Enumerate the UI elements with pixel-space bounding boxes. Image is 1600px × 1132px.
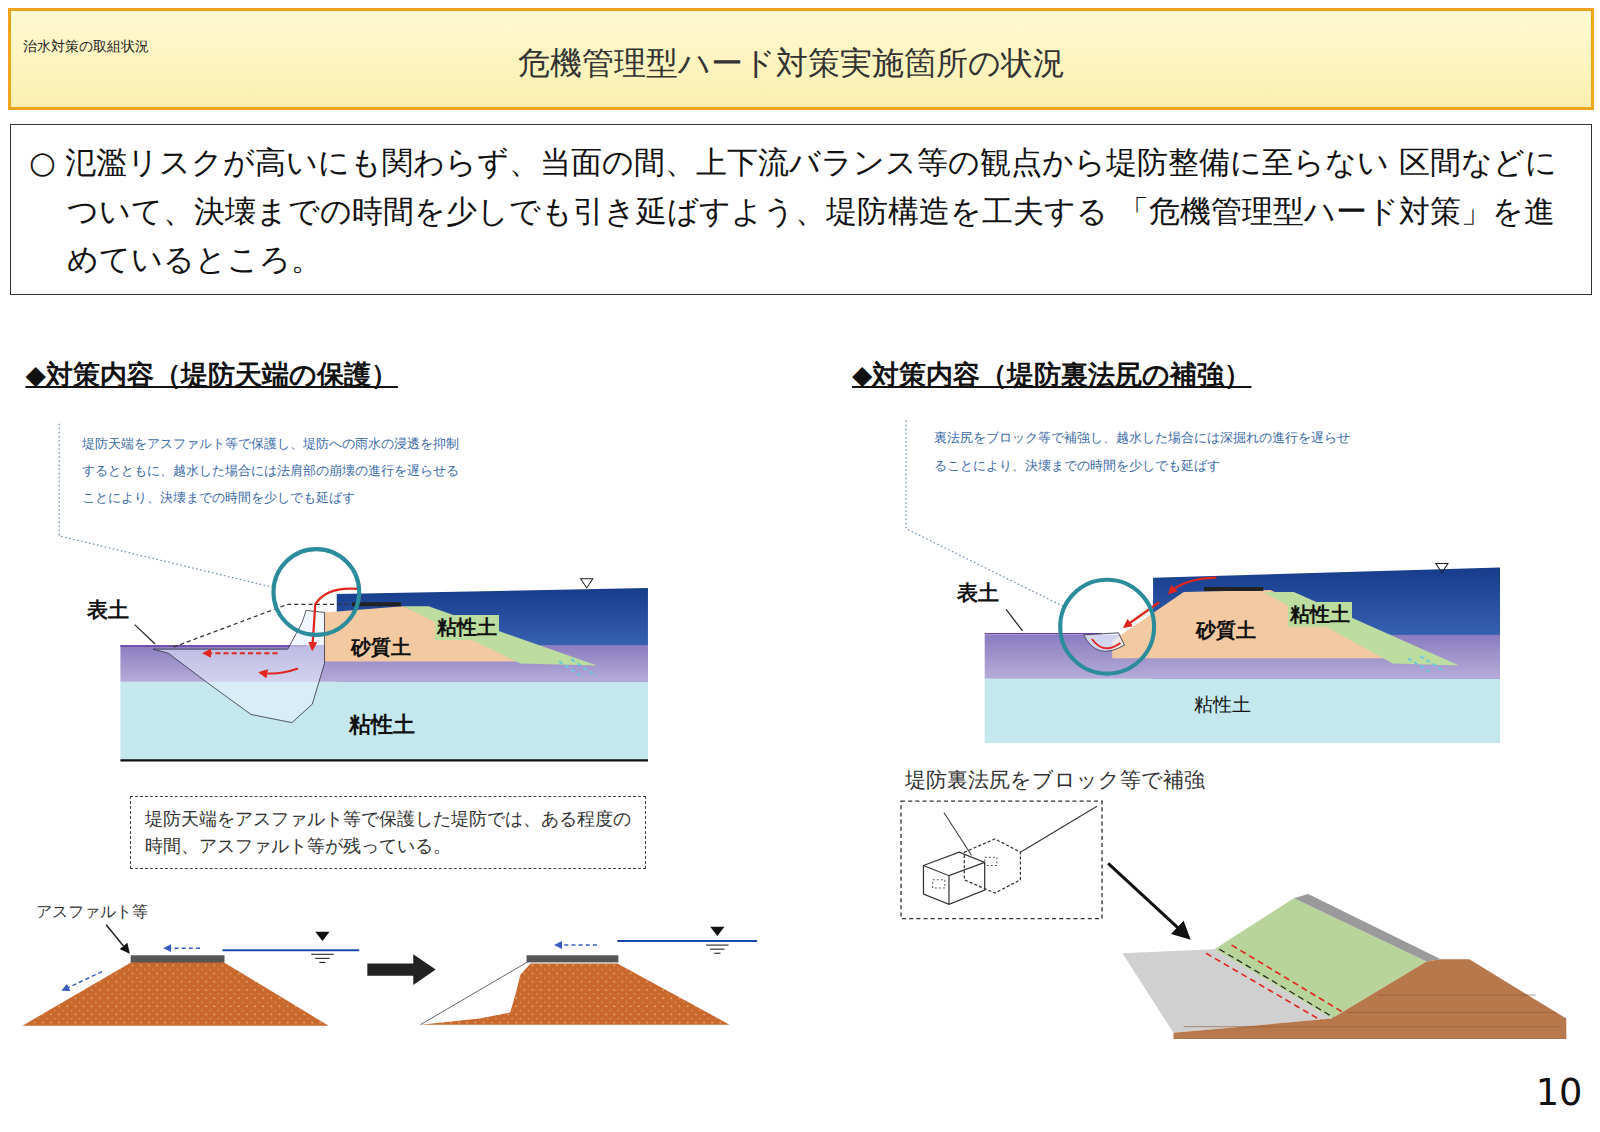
drawing-part <box>571 659 595 675</box>
soil-label: 砂質土 <box>1194 618 1258 642</box>
drawing-part <box>985 679 1500 743</box>
asphalt-remains-sketch <box>22 925 757 1026</box>
drawing-part <box>1263 592 1459 665</box>
node-text: 治水対策の取組状況 <box>23 37 149 56</box>
drawing-part <box>714 953 720 954</box>
drawing-part <box>1184 995 1562 1027</box>
drawing-part <box>581 579 593 588</box>
drawing-part <box>1108 863 1188 936</box>
drawing-part <box>710 949 724 950</box>
drawing-part <box>1173 959 1566 1039</box>
drawing-part <box>120 645 306 647</box>
drawing-part <box>901 801 1102 918</box>
drawing-part <box>1184 1026 1562 1027</box>
drawing-part <box>135 625 155 644</box>
crown-protection-section <box>120 549 648 760</box>
drawing-part <box>403 606 597 665</box>
drawing-part <box>22 961 328 1025</box>
drawing-part <box>260 669 298 674</box>
drawing-part <box>1006 609 1022 630</box>
drawing-part <box>165 947 200 949</box>
intro-box: ○ 氾濫リスクが高いにも関わらず、当面の間、上下流バランス等の観点から堤防整備に… <box>10 124 1592 295</box>
drawing-part <box>1294 894 1441 961</box>
drawing-part <box>706 945 728 946</box>
drawing-part <box>985 633 1102 635</box>
drawing-part <box>315 958 329 959</box>
soil-label: 粘性土 <box>1194 693 1251 716</box>
part-label: アスファルト等 <box>36 902 148 922</box>
node-text: ○ 氾濫リスクが高いにも関わらず、当面の間、上下流バランス等の観点から堤防整備に… <box>67 139 1575 284</box>
block-reinforcement-sketch <box>901 801 1566 1039</box>
drawing-part <box>173 604 352 647</box>
section-heading: ◆対策内容（堤防天端の保護） <box>26 359 398 391</box>
drawing-part <box>222 949 359 951</box>
drawing-part <box>906 421 1063 607</box>
drawing-part <box>1204 587 1263 591</box>
drawing-part <box>527 955 619 962</box>
soil-label: 砂質土 <box>349 635 413 659</box>
drawing-part <box>1219 949 1333 1017</box>
drawing-part <box>559 659 596 677</box>
section-heading: ◆対策内容（堤防裏法尻の補強） <box>852 359 1251 391</box>
drawing-part <box>311 954 333 962</box>
drawing-part <box>944 812 972 855</box>
drawing-part <box>315 932 329 941</box>
right-toe-section <box>985 563 1500 743</box>
callout-text: 堤防天端をアスファルト等で保護し、堤防への雨水の浸透を抑制するとともに、越水した… <box>82 430 462 512</box>
drawing-part <box>1206 953 1321 1020</box>
page-number: 10 <box>1536 1071 1583 1115</box>
title-band: 治水対策の取組状況危機管理型ハード対策実施箇所の状況 <box>8 8 1594 110</box>
part-label: 堤防裏法尻をブロック等で補強 <box>905 767 1205 793</box>
drawing-part <box>1084 633 1125 651</box>
node-text: 堤防天端をアスファルト等で保護した堤防では、ある程度の時間、アスファルト等が残っ… <box>145 806 631 859</box>
drawing-part <box>923 852 984 904</box>
callout-text: 裏法尻をブロック等で補強し、越水した場合には深掘れの進行を遅らせることにより、決… <box>934 424 1357 478</box>
drawing-part <box>1420 656 1444 671</box>
drawing-part <box>120 682 648 761</box>
soil-label: 粘性土 <box>435 615 499 639</box>
drawing-part <box>923 862 984 904</box>
leader-lines <box>59 421 1063 607</box>
drawing-part <box>319 962 325 963</box>
drawing-part <box>273 549 359 635</box>
drawing-part <box>617 940 757 942</box>
drawing-part <box>204 652 277 654</box>
drawing-part <box>153 610 324 722</box>
drawing-part <box>106 925 128 953</box>
drawing-part <box>420 963 729 1024</box>
drawing-part <box>1232 945 1345 1013</box>
drawing-part <box>1020 806 1097 852</box>
drawing-part <box>1408 656 1445 673</box>
drawing-part <box>985 857 997 865</box>
drawing-part <box>556 944 597 946</box>
drawing-part <box>706 945 728 953</box>
soil-label: 表土 <box>957 580 999 606</box>
drawing-part <box>1060 580 1154 674</box>
drawing-part <box>933 880 945 888</box>
drawing-part <box>311 954 333 955</box>
slide-title: 危機管理型ハード対策実施箇所の状況 <box>11 43 1571 85</box>
drawing-part <box>420 961 528 1024</box>
drawing-part <box>1436 563 1448 572</box>
soil-label: 粘性土 <box>1288 602 1352 626</box>
drawing-part <box>710 927 724 936</box>
drawing-part <box>120 759 648 761</box>
soil-label: 粘性土 <box>349 711 415 738</box>
drawing-part <box>1092 639 1121 648</box>
soil-label: 表土 <box>87 597 129 623</box>
drawing-part <box>63 972 102 990</box>
drawing-part <box>1169 578 1216 593</box>
drawing-part <box>964 839 1020 893</box>
drawing-part <box>131 955 225 962</box>
note-box: 堤防天端をアスファルト等で保護した堤防では、ある程度の時間、アスファルト等が残っ… <box>130 796 646 869</box>
drawing-part <box>1378 995 1536 996</box>
drawing-part <box>367 954 435 985</box>
drawing-part <box>1347 1012 1556 1013</box>
